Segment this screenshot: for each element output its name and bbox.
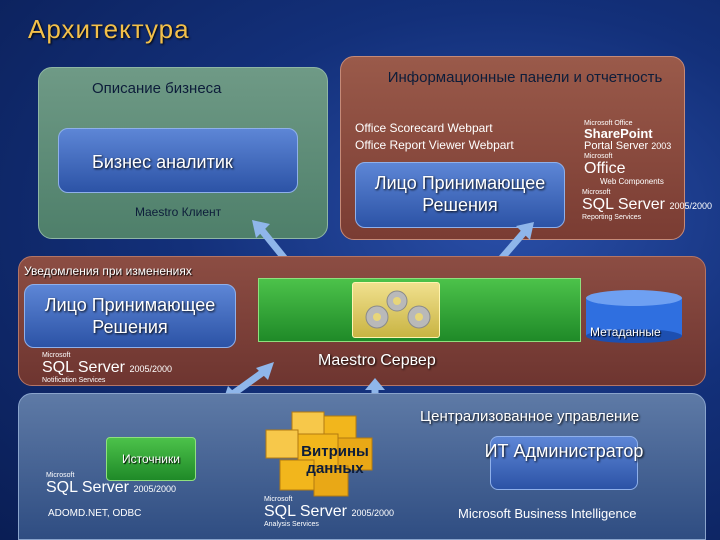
business-analyst-box <box>58 128 298 193</box>
sql-reporting-logo: Microsoft SQL Server 2005/2000 Reporting… <box>582 189 712 221</box>
maestro-client-label: Maestro Клиент <box>135 205 222 219</box>
it-admin-box <box>490 436 638 490</box>
logo-name: SQL Server <box>46 479 129 496</box>
logo-name: SQL Server <box>582 196 665 213</box>
reporting-panel-title: Информационные панели и отчетность <box>387 69 663 86</box>
logo-sub: Web Components <box>600 177 664 186</box>
sources-box <box>106 437 196 481</box>
logo-sub: Notification Services <box>42 377 106 384</box>
logo-name: SQL Server <box>42 359 125 376</box>
sharepoint-logo: Microsoft Office SharePoint Portal Serve… <box>584 120 671 152</box>
logo-sub: Portal Server 2003 <box>584 140 671 152</box>
logo-caption: Microsoft Office <box>584 120 633 127</box>
metadata-label: Метаданные <box>590 325 661 339</box>
mbi-label: Microsoft Business Intelligence <box>458 506 637 521</box>
logo-caption: Microsoft <box>584 153 613 160</box>
sql-analysis-logo: Microsoft SQL Server 2005/2000 Analysis … <box>264 496 394 528</box>
decision-maker-box-mid <box>24 284 236 348</box>
data-marts-label: Витрины данных <box>301 443 369 477</box>
logo-name: SQL Server <box>264 503 347 520</box>
decision-maker-label-top: Лицо Принимающее Решения <box>374 173 546 215</box>
logo-caption: Microsoft <box>582 189 611 196</box>
sql-sources-logo: Microsoft SQL Server 2005/2000 <box>46 472 176 497</box>
database-cylinder-icon <box>586 290 682 343</box>
logo-caption: Microsoft <box>264 496 293 503</box>
logo-caption: Microsoft <box>46 472 75 479</box>
sql-notification-logo: Microsoft SQL Server 2005/2000 Notificat… <box>42 352 172 384</box>
logo-version: 2005/2000 <box>129 364 172 374</box>
webparts-list: Office Scorecard Webpart Office Report V… <box>355 120 514 154</box>
decision-maker-label-mid: Лицо Принимающее Решения <box>44 295 216 337</box>
data-cube-icon <box>265 411 373 497</box>
logo-product: Portal Server <box>584 140 649 152</box>
logo-version: 2005/2000 <box>351 508 394 518</box>
it-admin-label: ИТ Администратор <box>484 441 644 461</box>
logo-caption: Microsoft <box>42 352 71 359</box>
office-logo: Microsoft Office Web Components <box>584 153 664 186</box>
logo-name: SharePoint <box>584 126 653 141</box>
webpart-item: Office Scorecard Webpart <box>355 121 493 135</box>
logo-version: 2005/2000 <box>669 201 712 211</box>
page-title: Архитектура <box>28 14 190 44</box>
webpart-item: Office Report Viewer Webpart <box>355 138 514 152</box>
notify-label: Уведомления при изменениях <box>24 264 192 278</box>
business-analyst-label: Бизнес аналитик <box>92 152 233 172</box>
logo-sub: Reporting Services <box>582 214 642 221</box>
sources-label: Источники <box>122 452 180 466</box>
business-panel-label: Описание бизнеса <box>92 80 222 97</box>
logo-version: 2005/2000 <box>133 484 176 494</box>
gear-icon <box>365 290 431 329</box>
central-management-label: Централизованное управление <box>420 408 640 425</box>
adomd-label: ADOMD.NET, ODBC <box>48 508 142 519</box>
logo-name: Office <box>584 160 626 177</box>
maestro-server-label: Maestro Сервер <box>318 352 436 369</box>
gear-box <box>352 282 440 338</box>
logo-sub: Analysis Services <box>264 521 319 528</box>
logo-version: 2003 <box>651 141 672 151</box>
decision-maker-box-top <box>355 162 565 228</box>
